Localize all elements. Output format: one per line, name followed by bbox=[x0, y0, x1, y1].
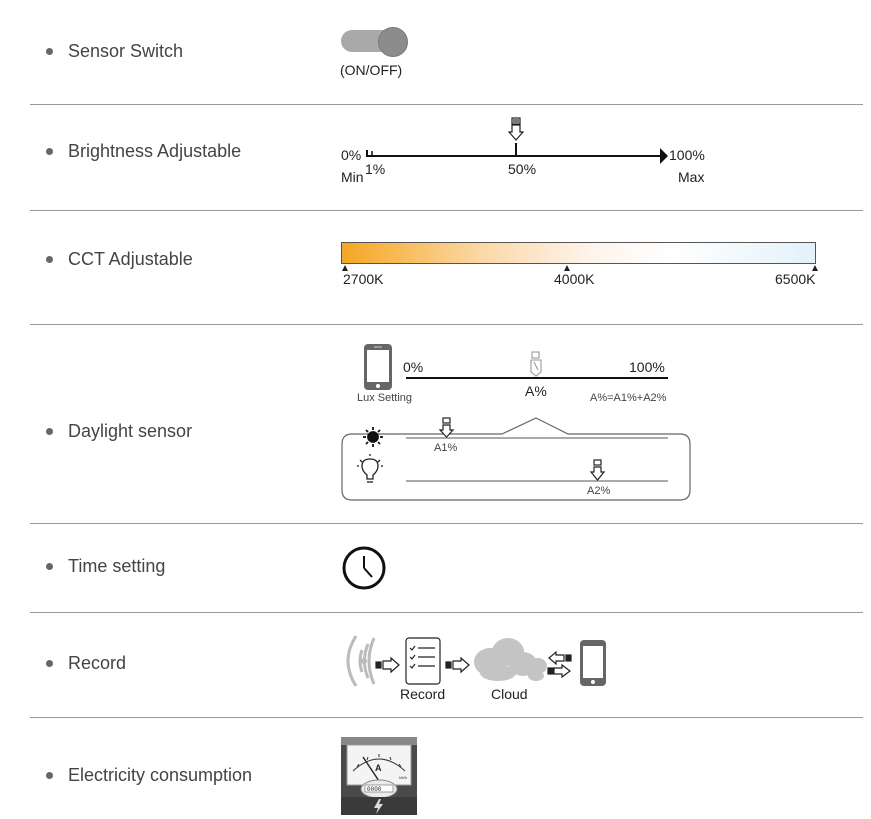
wireless-signal-icon bbox=[346, 635, 376, 687]
daylight-0-label: 0% bbox=[403, 359, 424, 375]
brightness-50-label: 50% bbox=[508, 161, 537, 177]
separator bbox=[30, 612, 863, 613]
svg-text:0000: 0000 bbox=[367, 786, 382, 793]
separator bbox=[30, 523, 863, 524]
cct-tick-marks bbox=[342, 265, 818, 271]
feature-label: Record bbox=[68, 653, 127, 673]
lux-setting-caption: Lux Setting bbox=[357, 392, 413, 404]
arrow-right-icon bbox=[375, 656, 400, 674]
feature-label: Sensor Switch bbox=[68, 41, 184, 61]
pointer-hand-icon bbox=[438, 417, 455, 438]
brightness-scale bbox=[366, 117, 668, 164]
record-caption: Record bbox=[400, 686, 446, 702]
pointer-hand-icon bbox=[530, 351, 542, 377]
cct-gradient-bar bbox=[341, 242, 816, 264]
separator bbox=[30, 324, 863, 325]
bullet-icon bbox=[46, 48, 53, 55]
daylight-a1-label: A1% bbox=[434, 442, 458, 454]
sun-icon bbox=[363, 427, 383, 447]
bullet-icon bbox=[46, 256, 53, 263]
feature-label: Daylight sensor bbox=[68, 421, 193, 441]
brightness-100-label: 100% bbox=[669, 147, 705, 163]
arrow-left-icon bbox=[548, 650, 572, 666]
cct-high-label: 6500K bbox=[775, 271, 816, 287]
brightness-min-label: Min bbox=[341, 169, 364, 185]
brightness-max-label: Max bbox=[678, 169, 705, 185]
ammeter-icon: A kWh 0000 bbox=[341, 737, 417, 815]
daylight-a2-label: A2% bbox=[587, 485, 611, 497]
arrow-right-icon bbox=[445, 656, 470, 674]
cloud-icon bbox=[474, 638, 547, 681]
feature-label: Electricity consumption bbox=[68, 765, 253, 785]
svg-text:A: A bbox=[375, 763, 382, 773]
cloud-caption: Cloud bbox=[491, 686, 528, 702]
phone-icon bbox=[364, 344, 392, 390]
brightness-1-label: 1% bbox=[365, 161, 386, 177]
checklist-icon bbox=[405, 637, 441, 685]
daylight-a-label: A% bbox=[525, 383, 547, 399]
cct-low-label: 2700K bbox=[343, 271, 384, 287]
bullet-icon bbox=[46, 428, 53, 435]
record-flow-diagram bbox=[346, 635, 606, 687]
arrow-right-icon bbox=[547, 663, 571, 679]
phone-icon bbox=[580, 640, 606, 686]
switch-caption: (ON/OFF) bbox=[340, 62, 403, 78]
light-bulb-icon bbox=[357, 454, 383, 483]
daylight-formula: A%=A1%+A2% bbox=[590, 392, 667, 404]
bullet-icon bbox=[46, 148, 53, 155]
clock-icon bbox=[342, 546, 386, 590]
toggle-switch[interactable] bbox=[341, 27, 408, 57]
pointer-hand-icon bbox=[507, 117, 525, 141]
pointer-hand-icon bbox=[589, 459, 606, 481]
daylight-diagram bbox=[341, 344, 691, 501]
feature-label: Brightness Adjustable bbox=[68, 141, 242, 161]
bullet-icon bbox=[46, 563, 53, 570]
brightness-0-label: 0% bbox=[341, 147, 362, 163]
cct-mid-label: 4000K bbox=[554, 271, 595, 287]
bullet-icon bbox=[46, 660, 53, 667]
svg-text:kWh: kWh bbox=[399, 775, 407, 780]
feature-label: Time setting bbox=[68, 556, 166, 576]
separator bbox=[30, 717, 863, 718]
bullet-icon bbox=[46, 772, 53, 779]
feature-label: CCT Adjustable bbox=[68, 249, 193, 269]
daylight-100-label: 100% bbox=[629, 359, 665, 375]
separator bbox=[30, 210, 863, 211]
separator bbox=[30, 104, 863, 105]
